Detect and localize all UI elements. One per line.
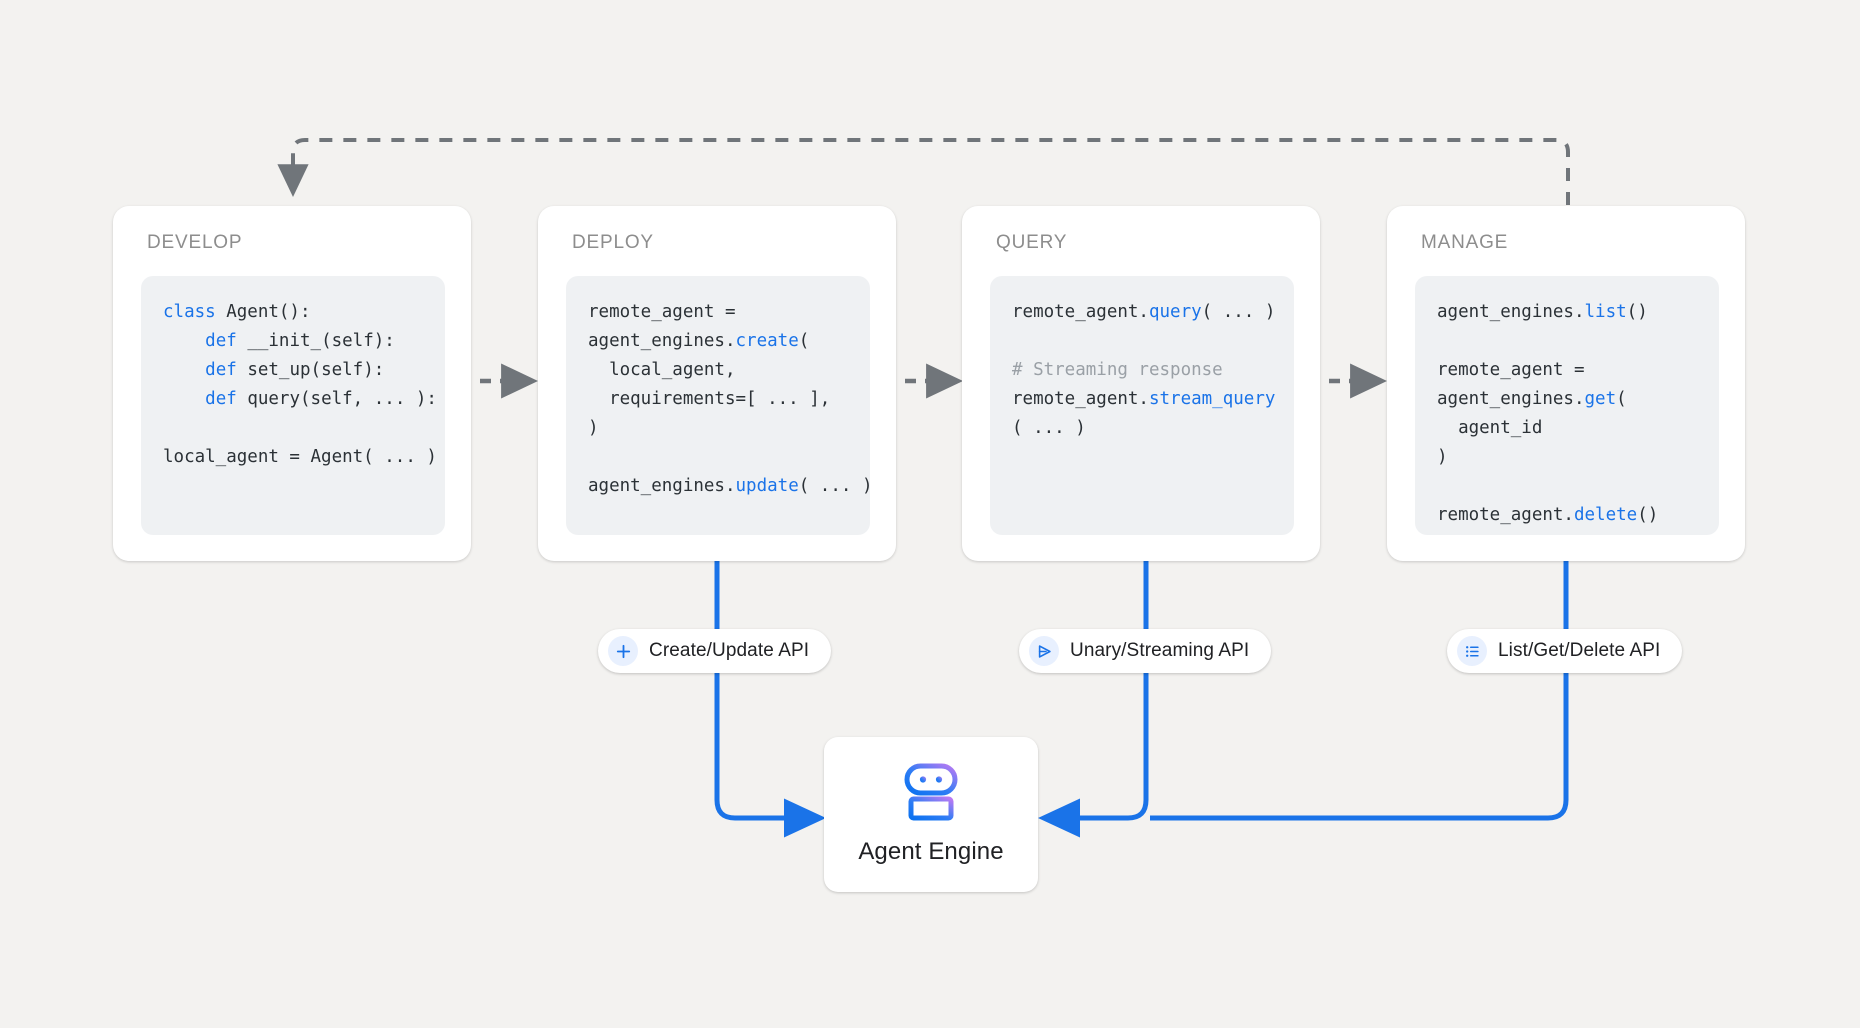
agent-engine-label: Agent Engine (858, 838, 1004, 865)
robot-icon (900, 763, 962, 826)
stage-card-query[interactable]: QUERY remote_agent.query( ... ) # Stream… (962, 206, 1320, 561)
connector-query-to-agent-engine (1038, 561, 1149, 838)
api-pill-create-update[interactable]: Create/Update API (598, 629, 832, 673)
code-block-deploy: remote_agent = agent_engines.create( loc… (566, 276, 870, 535)
connector-manage-to-agent-engine (1150, 561, 1569, 821)
code-block-develop: class Agent(): def __init_(self): def se… (141, 276, 445, 535)
stage-card-develop[interactable]: DEVELOP class Agent(): def __init_(self)… (113, 206, 471, 561)
api-pill-unary-streaming[interactable]: Unary/Streaming API (1019, 629, 1272, 673)
stage-card-deploy[interactable]: DEPLOY remote_agent = agent_engines.crea… (538, 206, 896, 561)
plus-icon (608, 636, 638, 666)
api-pill-list-get-delete[interactable]: List/Get/Delete API (1447, 629, 1683, 673)
list-icon (1457, 636, 1487, 666)
agent-engine-node[interactable]: Agent Engine (824, 737, 1038, 892)
stage-title-manage: MANAGE (1421, 232, 1509, 253)
code-block-manage: agent_engines.list() remote_agent = agen… (1415, 276, 1719, 535)
connector-deploy-to-agent-engine (714, 561, 826, 838)
send-icon (1029, 636, 1059, 666)
stage-title-develop: DEVELOP (147, 232, 243, 253)
stage-title-query: QUERY (996, 232, 1068, 253)
feedback-loop-connector (277, 138, 1570, 205)
api-pill-label: List/Get/Delete API (1498, 640, 1661, 661)
code-block-query: remote_agent.query( ... ) # Streaming re… (990, 276, 1294, 535)
stage-title-deploy: DEPLOY (572, 232, 654, 253)
api-pill-label: Create/Update API (649, 640, 810, 661)
stage-card-manage[interactable]: MANAGE agent_engines.list() remote_agent… (1387, 206, 1745, 561)
api-pill-label: Unary/Streaming API (1070, 640, 1250, 661)
